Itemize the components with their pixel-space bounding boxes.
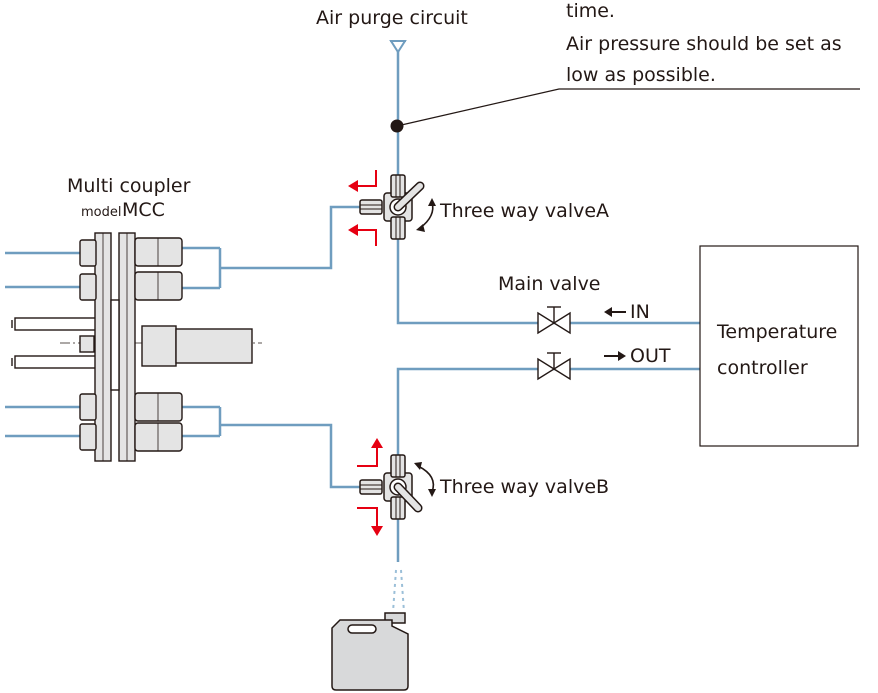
valve-a-flow-arrows xyxy=(356,170,377,246)
note-line-1: time. xyxy=(566,0,615,22)
note-line-3: low as possible. xyxy=(566,64,716,86)
air-purge-label: Air purge circuit xyxy=(316,7,468,29)
in-label: IN xyxy=(630,301,650,323)
controller-label-line-2: controller xyxy=(717,357,808,379)
coupler-title: Multi coupler xyxy=(67,175,191,197)
coupler-model-prefix: model xyxy=(81,205,121,220)
temperature-controller-box xyxy=(699,245,859,447)
valve-b-flow-arrows xyxy=(357,446,378,528)
three-way-valve-a-icon xyxy=(359,174,436,240)
valve-b-label: Three way valveB xyxy=(439,476,609,498)
main-valve-label: Main valve xyxy=(498,273,601,295)
note-line-2: Air pressure should be set as xyxy=(566,33,842,55)
main-valve-in-icon xyxy=(537,306,571,335)
pipes xyxy=(5,50,700,562)
out-label: OUT xyxy=(630,345,671,367)
multi-coupler-icon xyxy=(11,232,262,462)
three-way-valve-b-icon xyxy=(359,454,436,520)
out-arrow-icon xyxy=(604,351,626,361)
in-arrow-icon xyxy=(604,307,626,317)
air-purge-inlet-icon xyxy=(389,40,407,54)
main-valve-out-icon xyxy=(537,352,571,381)
note-leader xyxy=(390,88,860,133)
controller-label-line-1: Temperature xyxy=(716,321,837,343)
drain-drip xyxy=(392,569,405,613)
valve-a-label: Three way valveA xyxy=(439,200,609,222)
drain-tank-icon xyxy=(331,612,409,691)
coupler-model: MCC xyxy=(122,199,165,221)
